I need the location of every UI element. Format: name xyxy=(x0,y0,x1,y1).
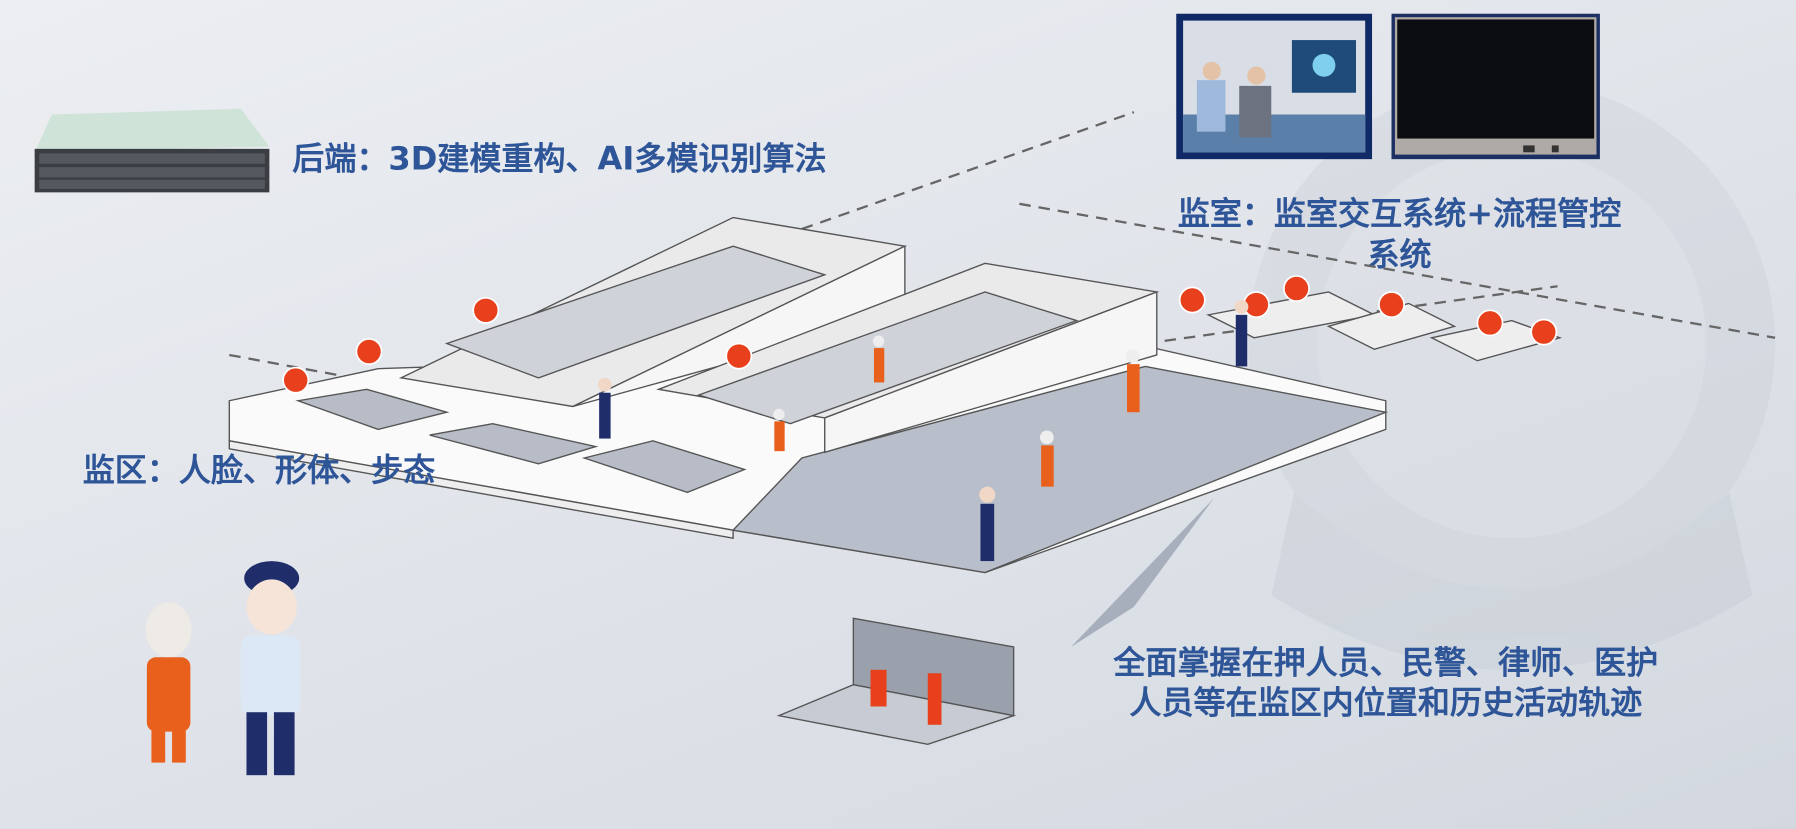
inmate-character xyxy=(145,602,192,763)
inmate-figure xyxy=(872,335,885,383)
police-figure xyxy=(979,486,996,562)
zone-label: 监区：人脸、形体、步态 xyxy=(83,451,436,489)
sensor-icon xyxy=(1530,318,1558,346)
inmate-figure xyxy=(1125,349,1140,413)
police-figure xyxy=(598,377,612,439)
cell-terminal-screen xyxy=(1391,13,1600,160)
summary-line2: 人员等在监区内位置和历史活动轨迹 xyxy=(1129,683,1642,721)
server-rack-image xyxy=(34,108,270,193)
summary-line1: 全面掌握在押人员、民警、律师、医护 xyxy=(1112,643,1658,681)
cell-label-line1: 监室：监室交互系统+流程管控 xyxy=(1178,194,1621,232)
sensor-icon xyxy=(1378,291,1405,319)
sensor-icon xyxy=(1476,309,1504,337)
prison-floor-plan xyxy=(228,216,1563,745)
sensor-icon xyxy=(1178,286,1206,314)
workers-in-room xyxy=(870,669,942,725)
cell-label-line2: 系统 xyxy=(1367,236,1431,274)
inmate-figure xyxy=(773,408,785,452)
police-character xyxy=(240,561,301,776)
sensor-markers xyxy=(282,275,1558,394)
sensor-icon xyxy=(355,338,383,365)
sensor-icon xyxy=(725,342,753,370)
sensor-icon xyxy=(282,366,310,394)
police-emblem-watermark xyxy=(1248,80,1776,670)
sensor-icon xyxy=(472,296,500,324)
inmate-figure xyxy=(1039,430,1054,487)
police-figure xyxy=(1234,299,1249,367)
sensor-icon xyxy=(1283,275,1310,303)
interaction-photo xyxy=(1176,13,1373,160)
people-figures xyxy=(598,299,1249,725)
backend-label: 后端：3D建模重构、AI多模识别算法 xyxy=(292,139,826,177)
